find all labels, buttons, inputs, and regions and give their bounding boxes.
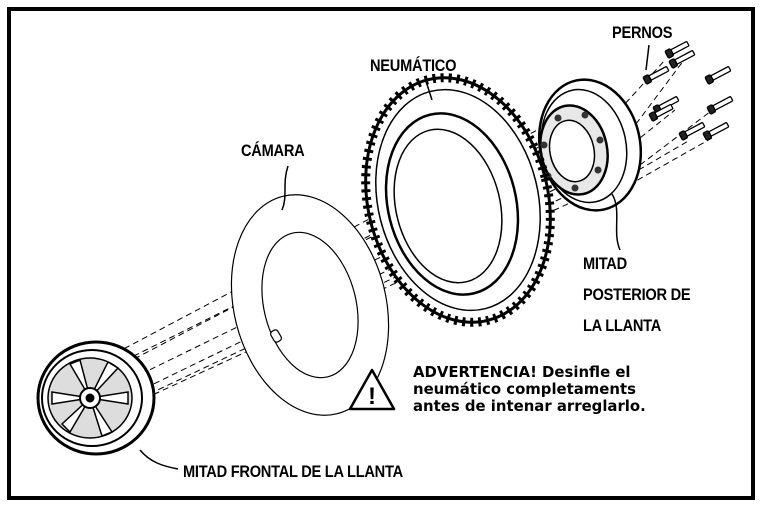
warning-line-1: ADVERTENCIA! Desinfle el — [413, 363, 631, 381]
bolt-icon — [668, 50, 696, 69]
tube-label: CÁMARA — [241, 141, 305, 160]
front-rim — [36, 340, 156, 456]
inner-tube — [230, 194, 390, 416]
rear-rim-label-line-3: LA LLANTA — [583, 316, 662, 335]
rear-rim-label-line-1: MITAD — [583, 254, 627, 273]
leader-lines — [139, 44, 650, 470]
warning-text: ADVERTENCIA! Desinfle el neumático compl… — [413, 364, 646, 415]
rear-rim-label-line-2: POSTERIOR DE — [583, 285, 691, 304]
rear-rim — [537, 78, 643, 212]
warning-triangle-icon: ! — [348, 368, 396, 411]
tire — [361, 73, 555, 327]
front-rim-label: MITAD FRONTAL DE LA LLANTA — [183, 462, 403, 481]
bolt-icon — [706, 96, 734, 115]
bolt-icon — [702, 122, 730, 141]
bolts-label: PERNOS — [612, 23, 673, 42]
bolt-icon — [648, 104, 674, 122]
warning-symbol: ! — [368, 383, 376, 410]
warning-line-3: antes de intenar arreglarlo. — [413, 397, 646, 415]
warning-line-2: neumático completaments — [413, 380, 636, 398]
bolt-icon — [664, 41, 690, 59]
bolt-icon — [642, 66, 670, 85]
tire-label: NEUMÁTICO — [370, 56, 457, 75]
bolts — [642, 41, 734, 141]
bolt-icon — [704, 66, 732, 85]
bolt-icon — [678, 122, 706, 141]
